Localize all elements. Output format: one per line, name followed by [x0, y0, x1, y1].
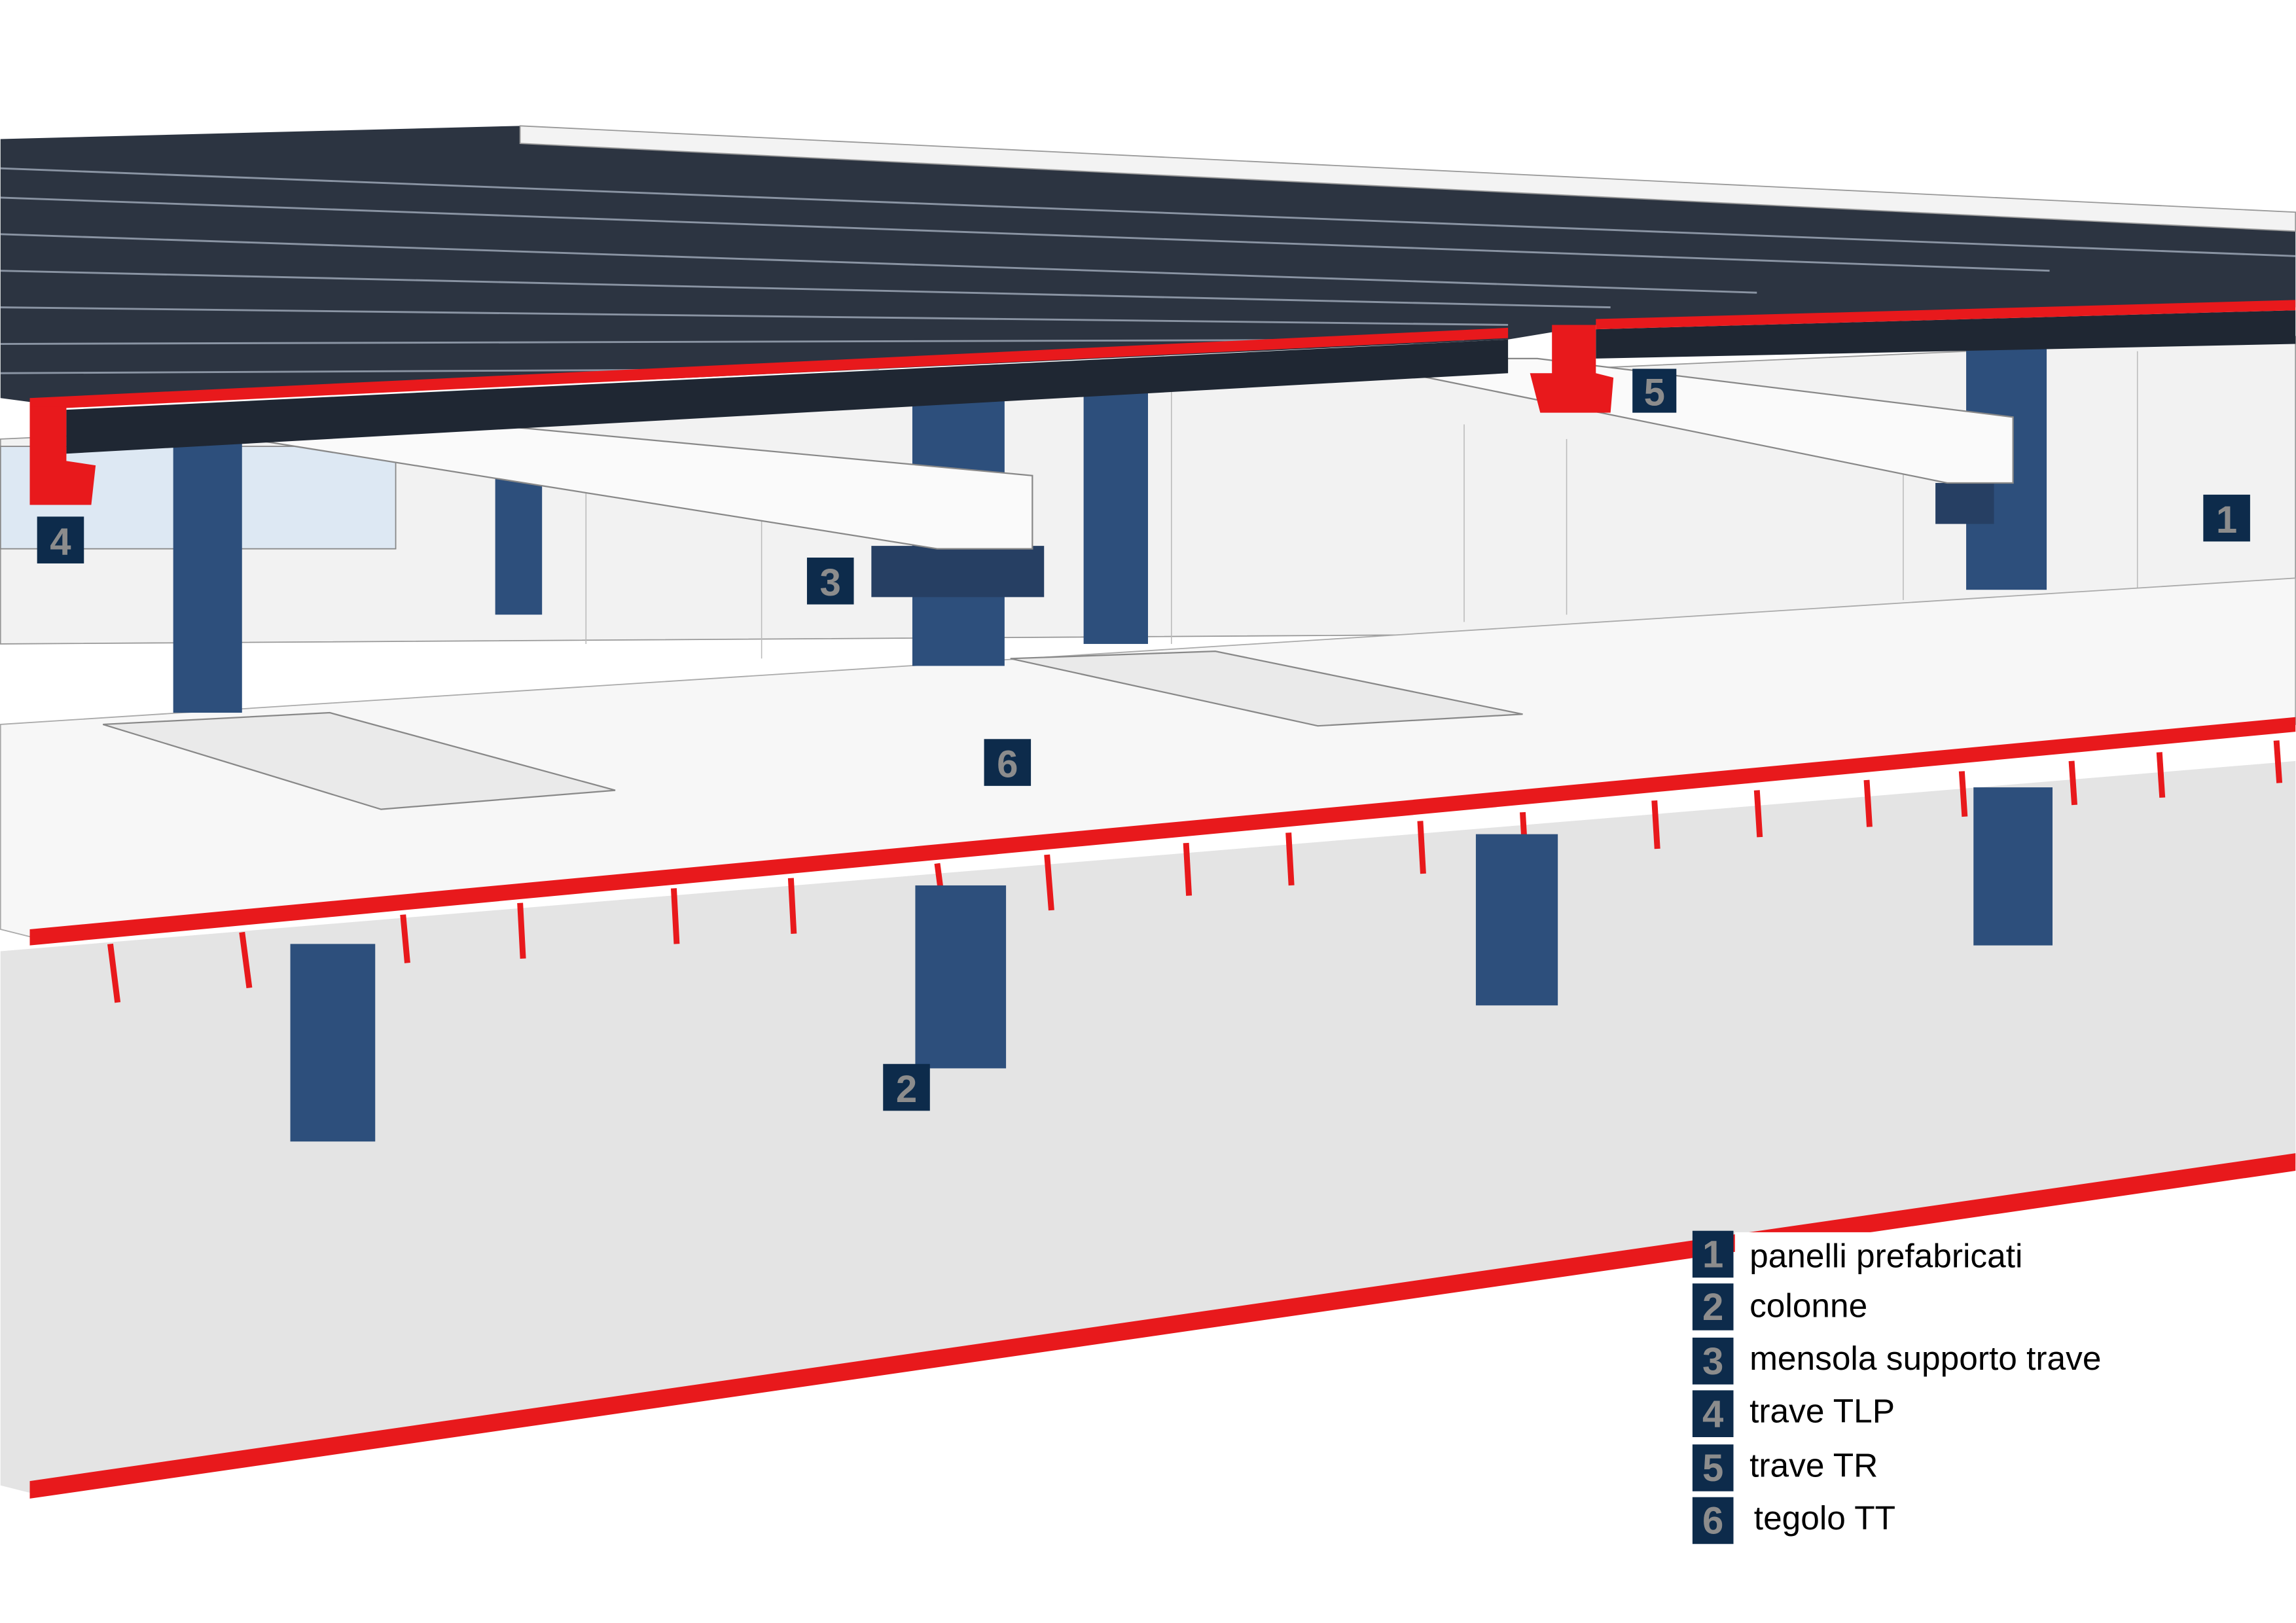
column: [1475, 834, 1558, 1006]
column: [495, 475, 543, 615]
legend-item: 6 tegolo TT: [1692, 1497, 1895, 1544]
roof-parapet: [519, 125, 2296, 232]
legend-label: tegolo TT: [1754, 1499, 1895, 1537]
corbel: [1935, 482, 1994, 524]
legend-number: 5: [1702, 1447, 1723, 1489]
columns-lower: [290, 787, 2053, 1142]
column: [1083, 387, 1148, 644]
legend-item: 1 panelli prefabricati: [1692, 1230, 2022, 1278]
column: [915, 885, 1007, 1069]
callout-number: 5: [1644, 371, 1665, 414]
callout-2: 2: [883, 1063, 930, 1111]
floor-edge-red: [29, 717, 2296, 946]
legend-number: 1: [1702, 1234, 1723, 1276]
legend-label: trave TR: [1749, 1446, 1878, 1484]
legend-number: 4: [1702, 1393, 1724, 1435]
floor-opening: [1010, 651, 1523, 727]
callout-number: 4: [50, 521, 71, 563]
floor-opening: [102, 711, 616, 810]
roof-beam: [1596, 310, 2296, 359]
roof-edge-red: [1596, 300, 2296, 330]
legend-label: mensola supporto trave: [1749, 1339, 2101, 1377]
callout-number: 2: [896, 1068, 917, 1111]
column: [173, 438, 242, 713]
legend-label: trave TLP: [1749, 1392, 1895, 1430]
legend-number: 2: [1702, 1286, 1723, 1329]
legend-number: 6: [1702, 1500, 1723, 1543]
legend-item: 3 mensola supporto trave: [1692, 1337, 2101, 1385]
legend-label: colonne: [1749, 1287, 1867, 1325]
roof-beam: [66, 339, 1509, 454]
callout-6: 6: [984, 739, 1031, 786]
legend-label: panelli prefabricati: [1749, 1237, 2022, 1275]
column: [290, 944, 376, 1142]
legend-item: 5 trave TR: [1692, 1444, 1878, 1491]
callout-4: 4: [37, 516, 84, 563]
legend-number: 3: [1702, 1340, 1723, 1383]
callout-number: 6: [997, 743, 1018, 785]
roof-edge-red: [29, 327, 1509, 410]
callout-3: 3: [806, 558, 854, 605]
column: [1973, 787, 2053, 946]
tlp-beam-section: [29, 406, 96, 505]
legend-item: 2 colonne: [1692, 1283, 1867, 1330]
tr-beam-section: [1530, 325, 1614, 413]
callout-number: 1: [2216, 499, 2237, 541]
legend: 1 panelli prefabricati 2 colonne 3 mensola …: [1692, 1230, 2101, 1544]
callout-number: 3: [820, 562, 841, 604]
ground-slab: [0, 760, 2296, 1493]
corbel: [871, 546, 1045, 597]
legend-item: 4 trave TLP: [1692, 1390, 1895, 1437]
callout-1: 1: [2203, 494, 2250, 542]
callout-5: 5: [1632, 368, 1677, 414]
roof-ribs: [0, 167, 2296, 374]
